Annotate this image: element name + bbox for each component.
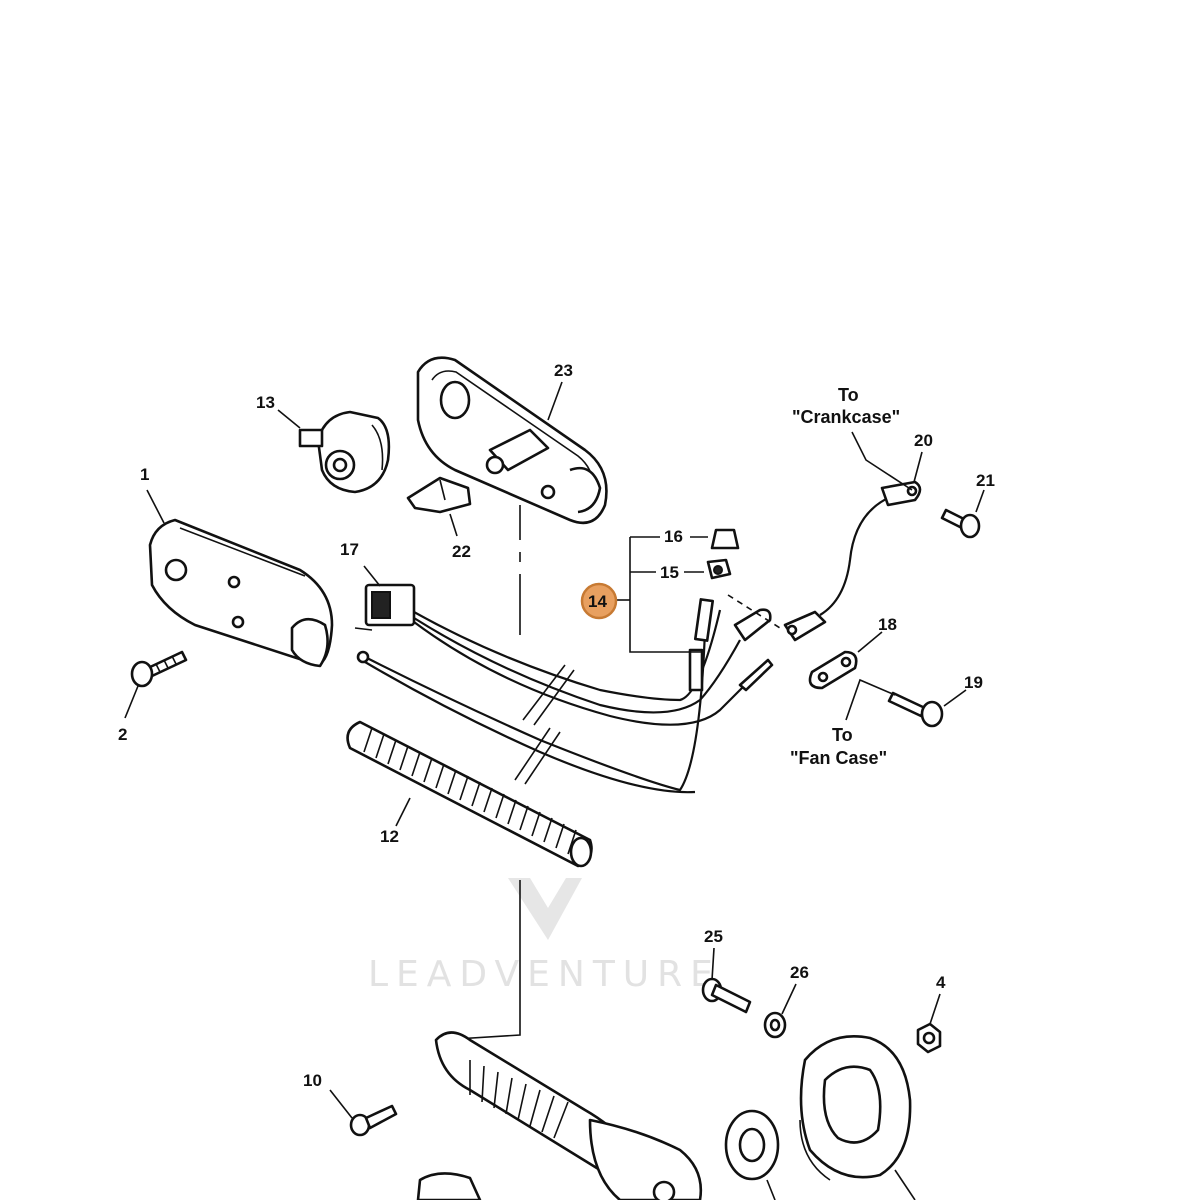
callout-26[interactable]: 26 [790, 963, 809, 982]
part-13-switch[interactable] [298, 410, 391, 494]
part-handle-assembly[interactable] [416, 1031, 703, 1200]
watermark: LEADVENTURE [368, 878, 721, 995]
part-26-washer[interactable] [763, 1011, 787, 1039]
callout-10[interactable]: 10 [303, 1071, 322, 1090]
note-crankcase-to: To [838, 385, 859, 405]
part-2-screw[interactable] [130, 650, 188, 688]
callout-2[interactable]: 2 [118, 725, 127, 744]
callout-13[interactable]: 13 [256, 393, 275, 412]
callout-23[interactable]: 23 [554, 361, 573, 380]
callout-12[interactable]: 12 [380, 827, 399, 846]
callout-16[interactable]: 16 [664, 527, 683, 546]
watermark-logo [508, 878, 582, 940]
callout-17[interactable]: 17 [340, 540, 359, 559]
callout-19[interactable]: 19 [964, 673, 983, 692]
part-1-handle-half[interactable] [148, 518, 334, 668]
callout-1[interactable]: 1 [140, 465, 149, 484]
part-19-screw[interactable] [887, 691, 944, 728]
callout-18[interactable]: 18 [878, 615, 897, 634]
part-12-corrugated-tube[interactable] [346, 720, 593, 868]
callout-15[interactable]: 15 [660, 563, 679, 582]
part-14-bracket [614, 536, 708, 653]
note-fancase-to: To [832, 725, 853, 745]
callout-22[interactable]: 22 [452, 542, 471, 561]
part-large-washer[interactable] [724, 1109, 780, 1181]
callout-21[interactable]: 21 [976, 471, 995, 490]
note-crankcase-name: "Crankcase" [792, 407, 900, 427]
part-15-nut[interactable] [706, 558, 732, 580]
part-clutch-drum[interactable] [799, 1035, 912, 1181]
note-fancase-name: "Fan Case" [790, 748, 887, 768]
part-23-handle-housing[interactable] [416, 356, 608, 525]
part-22-trigger[interactable] [406, 476, 472, 514]
callout-14-highlight[interactable] [580, 582, 618, 620]
part-25-screw[interactable] [701, 977, 752, 1014]
watermark-text: LEADVENTURE [368, 954, 721, 995]
callout-leaders [124, 381, 985, 1200]
callouts: 1 2 13 17 22 23 12 16 15 14 20 21 18 19 … [118, 361, 995, 1090]
part-10-screw[interactable] [349, 1104, 398, 1137]
callout-14[interactable]: 14 [588, 592, 607, 611]
part-20-ground-wire[interactable] [727, 480, 922, 642]
routing-notes: To "Crankcase" To "Fan Case" [790, 385, 900, 768]
wire-harness [356, 598, 774, 794]
callout-25[interactable]: 25 [704, 927, 723, 946]
part-16-cap[interactable] [710, 528, 740, 550]
callout-4[interactable]: 4 [936, 973, 946, 992]
part-17-connector[interactable] [354, 583, 416, 631]
part-4-nut[interactable] [916, 1022, 942, 1054]
part-21-screw[interactable] [940, 508, 981, 539]
part-18-plate[interactable] [808, 650, 858, 690]
callout-20[interactable]: 20 [914, 431, 933, 450]
